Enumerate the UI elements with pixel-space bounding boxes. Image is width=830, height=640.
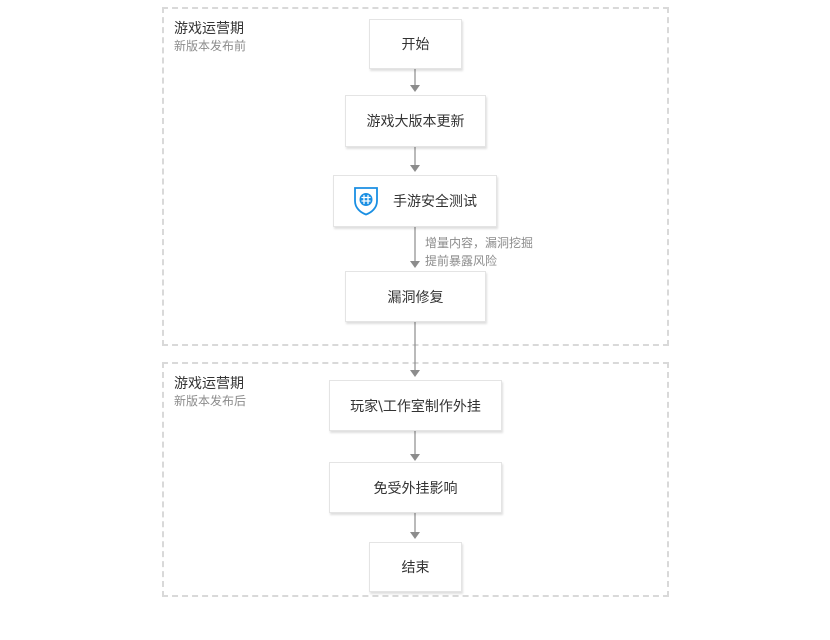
- section-title: 游戏运营期: [174, 21, 244, 37]
- arrowhead: [410, 261, 420, 268]
- annotation-line: 提前暴露风险: [425, 254, 498, 268]
- section-subtitle: 新版本发布后: [174, 394, 247, 408]
- arrowhead: [410, 454, 420, 461]
- arrowhead: [410, 85, 420, 92]
- section-subtitle: 新版本发布前: [174, 39, 247, 53]
- arrowhead: [410, 532, 420, 539]
- arrowhead: [410, 165, 420, 172]
- node-label: 手游安全测试: [393, 194, 477, 210]
- arrowhead: [410, 370, 420, 377]
- shield-icon: [353, 186, 379, 216]
- node-end: 结束: [369, 542, 462, 592]
- node-cheaters: 玩家\工作室制作外挂: [329, 380, 502, 431]
- node-start: 开始: [369, 19, 462, 69]
- node-vuln-fix: 漏洞修复: [345, 271, 486, 322]
- node-major-update: 游戏大版本更新: [345, 95, 486, 147]
- node-immune: 免受外挂影响: [329, 462, 502, 513]
- annotation-line: 增量内容，漏洞挖掘: [425, 236, 534, 250]
- node-security-test: 手游安全测试: [333, 175, 497, 227]
- annotation-note: 增量内容，漏洞挖掘 提前暴露风险: [425, 234, 533, 270]
- section-title: 游戏运营期: [174, 376, 244, 392]
